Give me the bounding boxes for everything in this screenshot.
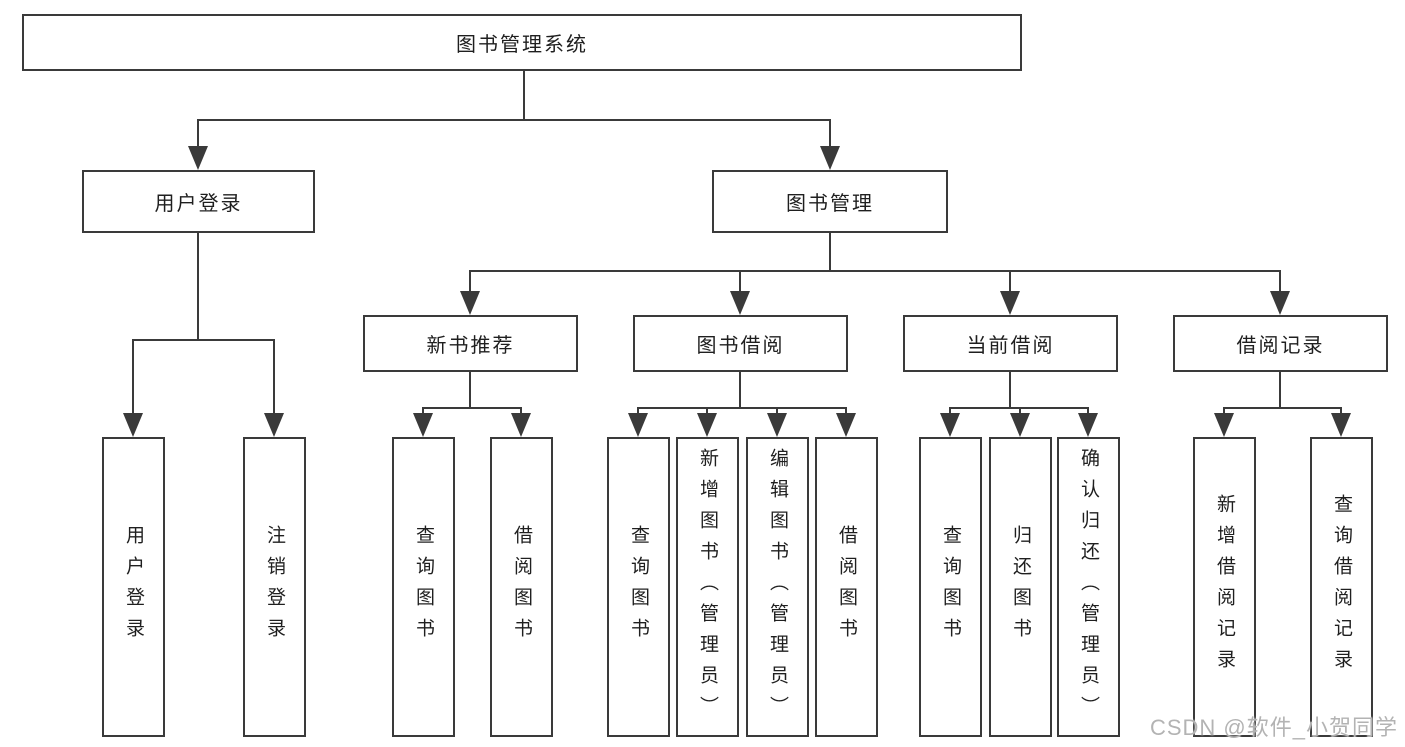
connector-drop bbox=[1340, 407, 1342, 413]
arrow-borrow bbox=[730, 291, 750, 315]
connector-user-login-stem bbox=[197, 233, 199, 339]
leaf-search-borrow-record: 查询借阅记录 bbox=[1310, 437, 1373, 737]
leaf-search-books-borrow: 查询图书 bbox=[607, 437, 670, 737]
arrow-leaf bbox=[1214, 413, 1234, 437]
connector-drop bbox=[637, 407, 639, 413]
connector-level3-bracket bbox=[469, 270, 1281, 272]
connector-drop bbox=[776, 407, 778, 413]
arrow-book-mgmt bbox=[820, 146, 840, 170]
leaf-add-books-admin: 新增图书（管理员） bbox=[676, 437, 739, 737]
connector-borrow-stem bbox=[739, 372, 741, 407]
connector-drop bbox=[1087, 407, 1089, 413]
node-borrowing-records: 借阅记录 bbox=[1173, 315, 1388, 372]
node-current-borrowing: 当前借阅 bbox=[903, 315, 1118, 372]
arrow-leaf bbox=[511, 413, 531, 437]
connector-level1-bracket bbox=[197, 119, 831, 121]
node-book-borrowing: 图书借阅 bbox=[633, 315, 848, 372]
leaf-borrow-books-recommend: 借阅图书 bbox=[490, 437, 553, 737]
arrow-leaf bbox=[1010, 413, 1030, 437]
connector-current-stem bbox=[1009, 372, 1011, 407]
leaf-search-books-recommend: 查询图书 bbox=[392, 437, 455, 737]
connector-borrow-bracket bbox=[637, 407, 847, 409]
connector-drop bbox=[422, 407, 424, 413]
leaf-logout: 注销登录 bbox=[243, 437, 306, 737]
connector-drop bbox=[845, 407, 847, 413]
arrow-leaf bbox=[836, 413, 856, 437]
arrow-leaf bbox=[1078, 413, 1098, 437]
node-new-book-recommend: 新书推荐 bbox=[363, 315, 578, 372]
connector-book-mgmt-drop bbox=[829, 119, 831, 146]
arrow-leaf bbox=[628, 413, 648, 437]
connector-borrow-drop bbox=[739, 270, 741, 291]
arrow-leaf bbox=[940, 413, 960, 437]
leaf-edit-books-admin: 编辑图书（管理员） bbox=[746, 437, 809, 737]
connector-drop bbox=[706, 407, 708, 413]
connector-new-book-stem bbox=[469, 372, 471, 407]
csdn-watermark: CSDN @软件_小贺同学 bbox=[1149, 715, 1398, 740]
connector-records-stem bbox=[1279, 372, 1281, 407]
connector-user-login-bracket bbox=[132, 339, 275, 341]
connector-new-book-bracket bbox=[422, 407, 522, 409]
arrow-leaf-logout bbox=[264, 413, 284, 437]
arrow-leaf bbox=[767, 413, 787, 437]
arrow-current bbox=[1000, 291, 1020, 315]
leaf-return-books: 归还图书 bbox=[989, 437, 1052, 737]
arrow-new-book bbox=[460, 291, 480, 315]
arrow-leaf bbox=[697, 413, 717, 437]
connector-drop bbox=[1223, 407, 1225, 413]
node-book-management: 图书管理 bbox=[712, 170, 948, 233]
connector-leaf-login-drop bbox=[132, 339, 134, 413]
connector-drop bbox=[1019, 407, 1021, 413]
arrow-leaf-login bbox=[123, 413, 143, 437]
connector-new-book-drop bbox=[469, 270, 471, 291]
arrow-user-login bbox=[188, 146, 208, 170]
connector-records-drop bbox=[1279, 270, 1281, 291]
connector-current-drop bbox=[1009, 270, 1011, 291]
arrow-leaf bbox=[413, 413, 433, 437]
leaf-borrow-books: 借阅图书 bbox=[815, 437, 878, 737]
arrow-leaf bbox=[1331, 413, 1351, 437]
leaf-confirm-return-admin: 确认归还（管理员） bbox=[1057, 437, 1120, 737]
connector-leaf-logout-drop bbox=[273, 339, 275, 413]
connector-records-bracket bbox=[1223, 407, 1342, 409]
node-root: 图书管理系统 bbox=[22, 14, 1022, 71]
leaf-add-borrow-record: 新增借阅记录 bbox=[1193, 437, 1256, 737]
leaf-user-login: 用户登录 bbox=[102, 437, 165, 737]
connector-user-login-drop bbox=[197, 119, 199, 146]
connector-drop bbox=[520, 407, 522, 413]
arrow-records bbox=[1270, 291, 1290, 315]
connector-book-mgmt-stem bbox=[829, 233, 831, 270]
connector-root-stem bbox=[523, 71, 525, 119]
leaf-search-books-current: 查询图书 bbox=[919, 437, 982, 737]
node-user-login: 用户登录 bbox=[82, 170, 315, 233]
connector-drop bbox=[949, 407, 951, 413]
